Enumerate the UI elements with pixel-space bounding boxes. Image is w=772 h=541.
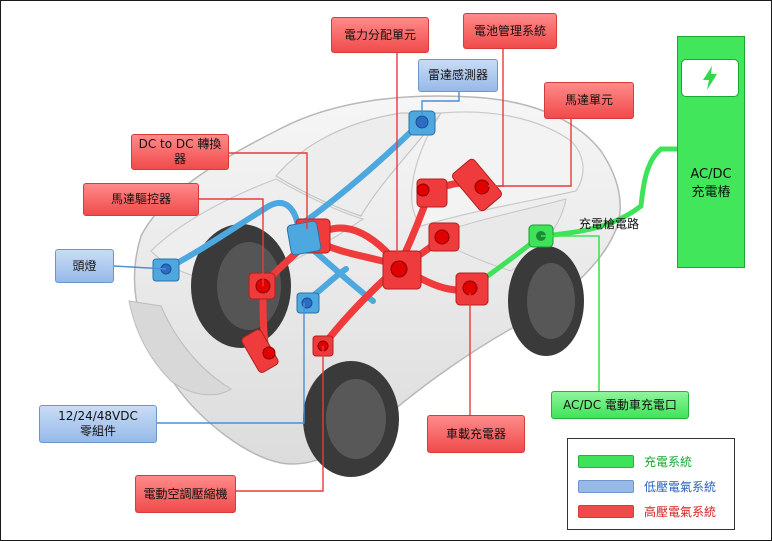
legend-item-high-voltage: 高壓電氣系統	[578, 503, 716, 519]
lightning-bolt-icon	[681, 59, 739, 97]
charging-pile-label: AC/DC 充電樁	[677, 166, 745, 202]
headlight-label: 頭燈	[55, 249, 114, 283]
lv-connector-dots	[160, 115, 429, 309]
motor-unit-label: 馬達單元	[544, 82, 634, 119]
car-roof	[411, 111, 584, 227]
legend-item-charging: 充電系統	[578, 453, 692, 469]
onboard-charger-label: 車載充電器	[427, 415, 525, 453]
power-distribution-label: 電力分配單元	[331, 17, 429, 53]
legend-swatch-high-voltage	[578, 504, 634, 518]
charging-pile-line1: AC/DC	[690, 167, 732, 182]
legend-item-low-voltage: 低壓電氣系統	[578, 478, 716, 494]
rear-right-wheel	[508, 246, 584, 356]
low-voltage-components-label: 12/24/48VDC 零組件	[39, 405, 157, 443]
radar-sensor-label: 雷達感測器	[418, 59, 498, 92]
legend-label-high-voltage: 高壓電氣系統	[644, 504, 717, 519]
legend-swatch-charging	[578, 454, 634, 468]
charging-gun-circuit-label: 充電槍電路	[578, 216, 639, 231]
legend-label-low-voltage: 低壓電氣系統	[644, 479, 717, 494]
car-front-bumper	[128, 300, 232, 396]
charging-pile-line2: 充電樁	[691, 185, 731, 200]
legend-label-charging: 充電系統	[644, 454, 693, 469]
low-voltage-components-line2: 零組件	[79, 424, 116, 438]
charging-cable	[470, 146, 680, 289]
ac-compressor-label: 電動空調壓縮機	[135, 475, 236, 513]
ev-charging-port-label: AC/DC 電動車充電口	[551, 391, 689, 419]
lightning-bolt-glyph	[703, 66, 717, 90]
front-right-wheel	[303, 361, 399, 477]
dc-converter-label: DC to DC 轉換器	[131, 134, 229, 170]
legend-swatch-low-voltage	[578, 479, 634, 493]
red-leader-lines	[199, 41, 572, 492]
battery-management-label: 電池管理系統	[463, 13, 557, 49]
green-leader-lines	[541, 235, 600, 393]
motor-driver-label: 馬達驅控器	[83, 183, 199, 216]
legend: 充電系統 低壓電氣系統 高壓電氣系統	[567, 438, 735, 530]
low-voltage-components-line1: 12/24/48VDC	[58, 409, 138, 423]
